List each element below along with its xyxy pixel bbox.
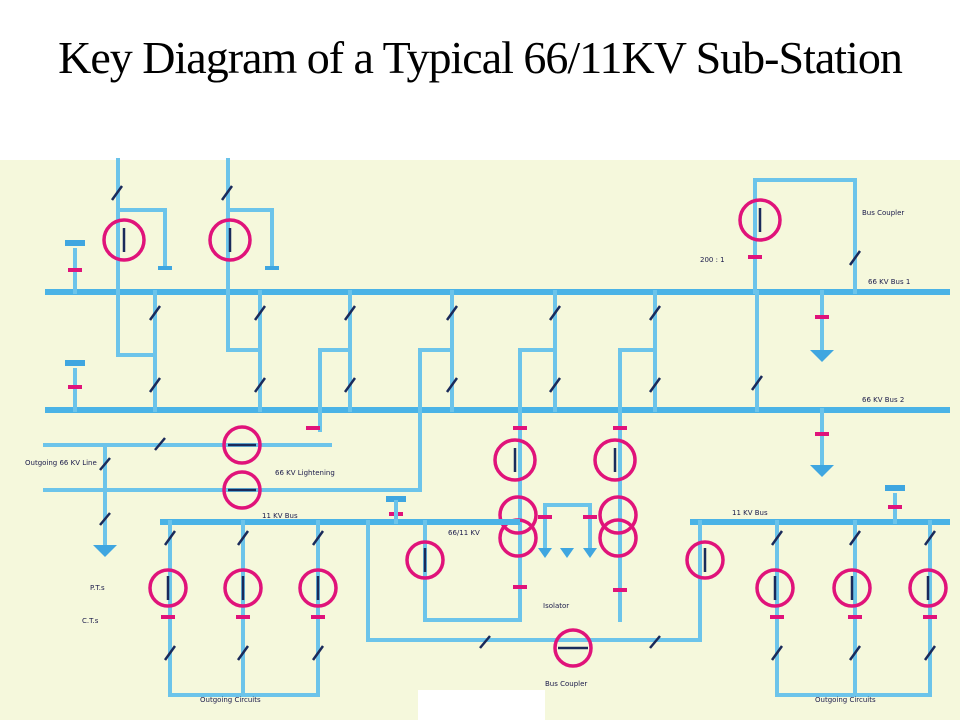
outgoing-circuits-left	[148, 520, 338, 697]
label-bus-coupler-66kv: Bus Coupler	[862, 209, 904, 217]
label-ct-ratio-66kv: 200 : 1	[700, 256, 725, 264]
incoming-feeder-2	[208, 158, 279, 412]
slide-title: Key Diagram of a Typical 66/11KV Sub-Sta…	[58, 32, 903, 83]
label-bus2: 66 KV Bus 2	[862, 396, 904, 404]
bus-coupler-66kv	[738, 178, 862, 412]
bus-coupler-11kv	[479, 628, 661, 668]
lightning-arrester-right	[810, 290, 834, 477]
bay-connectors	[318, 290, 662, 492]
label-bus1: 66 KV Bus 1	[868, 278, 910, 286]
label-la-66kv: 66 KV Lightening	[275, 469, 335, 477]
label-11kv-bus-right: 11 KV Bus	[732, 509, 768, 517]
bus-11kv-left	[160, 496, 702, 642]
lightning-arrester-left	[65, 240, 85, 412]
outgoing-66kv-line	[43, 425, 422, 557]
label-bus-coupler-11kv: Bus Coupler	[545, 680, 587, 688]
label-ct: C.T.s	[82, 617, 99, 625]
label-pt: P.T.s	[90, 584, 105, 592]
diagram-panel	[0, 160, 960, 720]
label-isolator: Isolator	[543, 602, 569, 610]
outgoing-circuits-right	[755, 520, 948, 697]
label-outgoing-line: Outgoing 66 KV Line	[25, 459, 97, 467]
bottom-gap	[418, 690, 545, 720]
bus-11kv-right	[685, 485, 950, 642]
power-transformers	[493, 426, 638, 622]
label-transformer-voltage: 66/11 KV	[448, 529, 480, 537]
incoming-feeder-1	[102, 158, 172, 412]
label-outgoing-circuits-right: Outgoing Circuits	[815, 696, 876, 704]
label-11kv-bus-left: 11 KV Bus	[262, 512, 298, 520]
label-outgoing-circuits-left: Outgoing Circuits	[200, 696, 261, 704]
